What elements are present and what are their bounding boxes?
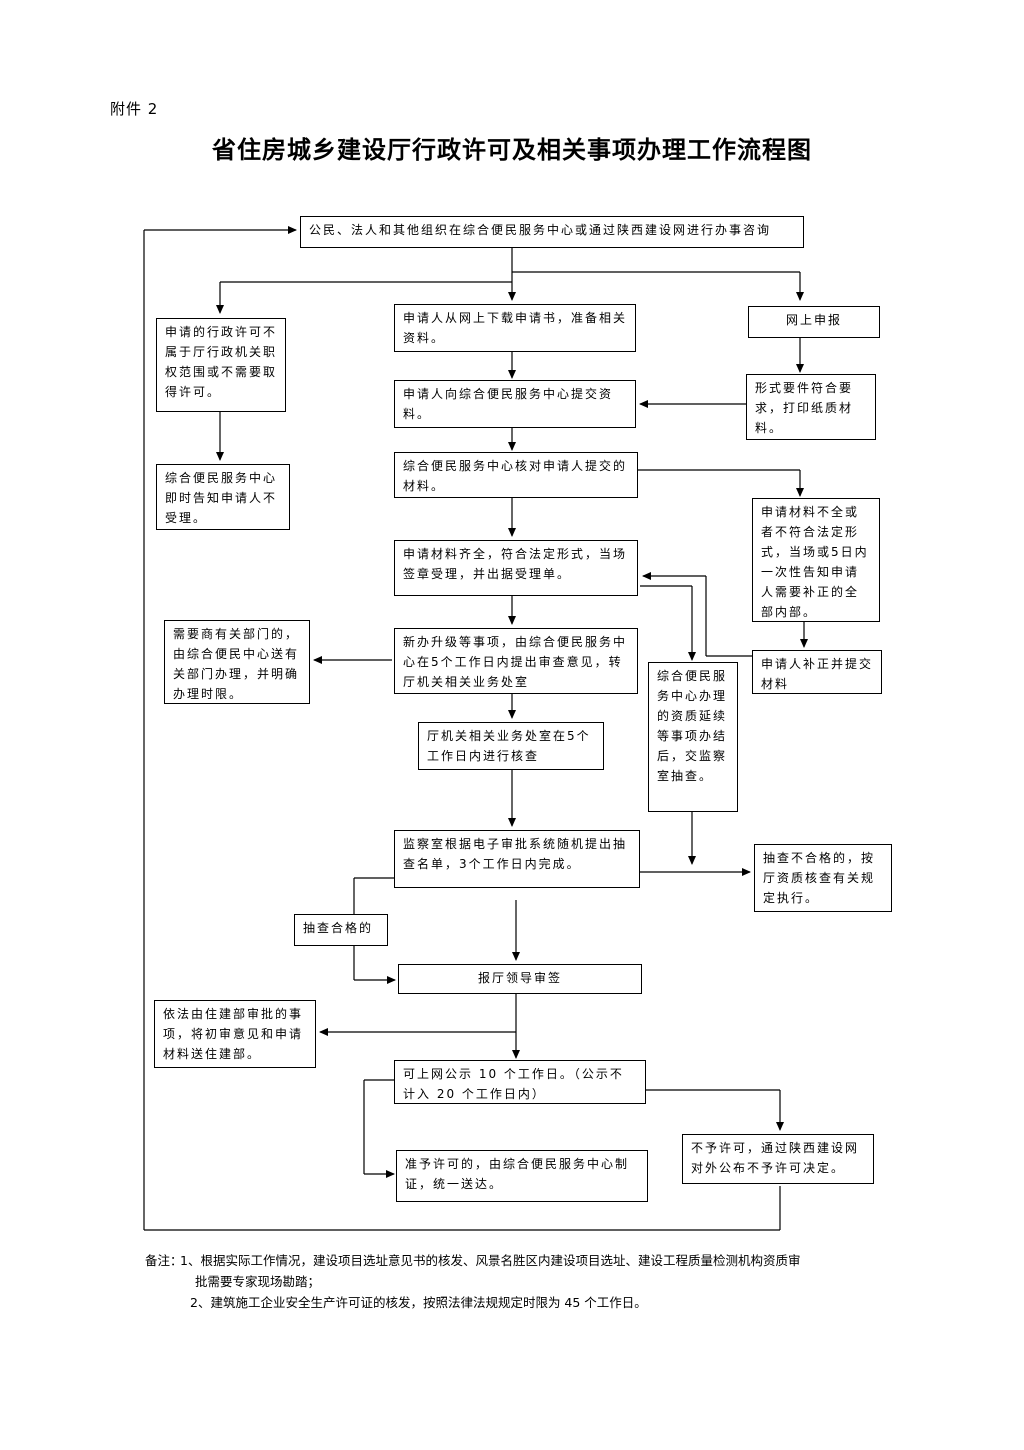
other-dept-box: 需要商有关部门的，由综合便民中心送有关部门办理，并明确办理时限。 <box>164 620 310 704</box>
accept-box: 申请材料齐全，符合法定形式，当场签章受理，并出据受理单。 <box>394 540 638 596</box>
consult-box: 公民、法人和其他组织在综合便民服务中心或通过陕西建设网进行办事咨询 <box>300 216 804 248</box>
incomplete-box: 申请材料不全或者不符合法定形式，当场或5日内一次性告知申请人需要补正的全部内部。 <box>752 498 880 622</box>
notes-label: 备注： <box>145 1253 183 1268</box>
online-apply-box: 网上申报 <box>748 306 880 338</box>
deny-box: 不予许可，通过陕西建设网对外公布不予许可决定。 <box>682 1134 874 1184</box>
publicity-box: 可上网公示 10 个工作日。（公示不计入 20 个工作日内） <box>394 1060 646 1104</box>
supervision-box: 监察室根据电子审批系统随机提出抽查名单，3个工作日内完成。 <box>394 830 640 888</box>
qualified-box: 抽查合格的 <box>294 914 388 946</box>
download-box: 申请人从网上下载申请书，准备相关资料。 <box>394 304 636 352</box>
submit-box: 申请人向综合便民服务中心提交资料。 <box>394 380 636 428</box>
not-in-scope-box: 申请的行政许可不属于厅行政机关职权范围或不需要取得许可。 <box>156 318 286 412</box>
attachment-label: 附件 2 <box>110 100 159 118</box>
notify-reject-box: 综合便民服务中心即时告知申请人不受理。 <box>156 464 290 530</box>
note-1: 1、根据实际工作情况，建设项目选址意见书的核发、风景名胜区内建设项目选址、建设工… <box>180 1253 801 1268</box>
formal-ok-box: 形式要件符合要求，打印纸质材料。 <box>746 374 876 440</box>
supplement-box: 申请人补正并提交材料 <box>752 650 882 694</box>
grant-box: 准予许可的，由综合便民服务中心制证，统一送达。 <box>396 1150 648 1202</box>
note-2: 2、建筑施工企业安全生产许可证的核发，按照法律法规规定时限为 45 个工作日。 <box>190 1295 647 1310</box>
leader-box: 报厅领导审签 <box>398 964 642 994</box>
page-title: 省住房城乡建设厅行政许可及相关事项办理工作流程图 <box>212 136 812 164</box>
unqualified-box: 抽查不合格的，按厅资质核查有关规定执行。 <box>754 844 892 912</box>
review-box: 厅机关相关业务处室在5个工作日内进行核查 <box>418 722 604 770</box>
note-1-continued: 批需要专家现场勘踏； <box>195 1274 321 1289</box>
extension-box: 综合便民服务中心办理的资质延续等事项办结后，交监察室抽查。 <box>648 662 738 812</box>
ministry-box: 依法由住建部审批的事项，将初审意见和申请材料送住建部。 <box>154 1000 316 1068</box>
notes: 备注： 1、根据实际工作情况，建设项目选址意见书的核发、风景名胜区内建设项目选址… <box>145 1250 945 1313</box>
check-box: 综合便民服务中心核对申请人提交的材料。 <box>394 452 638 498</box>
new-upgrade-box: 新办升级等事项，由综合便民服务中心在5个工作日内提出审查意见，转厅机关相关业务处… <box>394 628 638 694</box>
